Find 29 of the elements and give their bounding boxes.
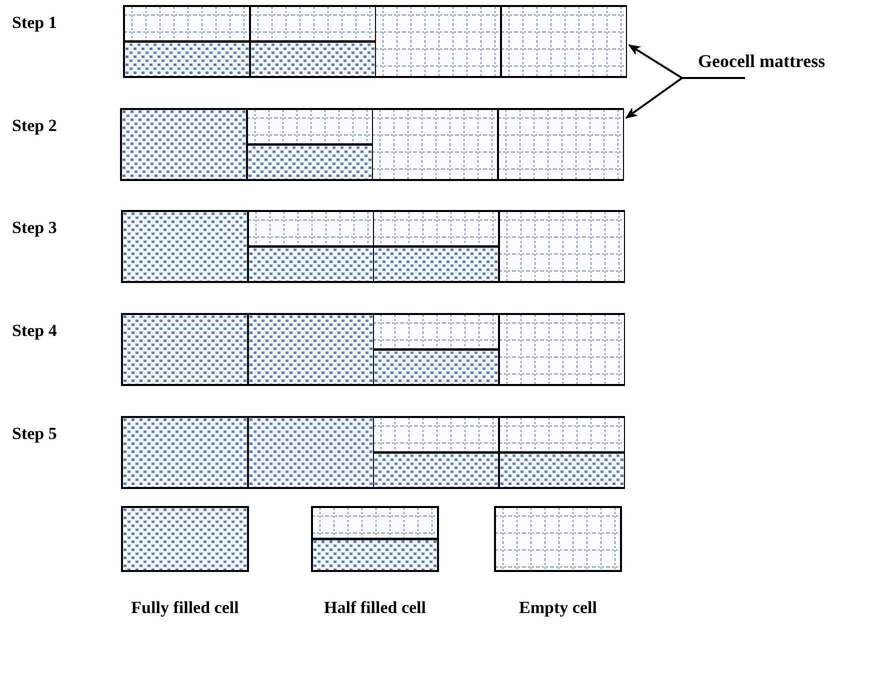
half-filled-cell [374, 315, 500, 384]
step-label: Step 3 [12, 219, 57, 236]
half-filled-cell [125, 7, 250, 76]
filled-cell [248, 315, 374, 384]
filled-cell [123, 315, 248, 384]
geocell-mattress [121, 416, 625, 489]
half-filled-cell [250, 7, 376, 76]
step-label: Step 5 [12, 425, 57, 442]
half-filled-cell [248, 212, 374, 281]
filled-cell [123, 418, 248, 487]
callout-label: Geocell mattress [698, 50, 826, 72]
geocell-mattress [123, 5, 627, 78]
filled-cell [122, 110, 248, 179]
half-filled-cell [374, 418, 500, 487]
filled-cell [248, 418, 374, 487]
geocell-mattress [121, 313, 625, 386]
legend-label: Fully filled cell [130, 597, 240, 618]
half-filled-cell [248, 110, 373, 179]
step-label: Step 1 [12, 14, 57, 31]
geocell-mattress [121, 210, 625, 283]
legend-label: Empty cell [518, 597, 598, 618]
geocell-mattress [120, 108, 624, 181]
legend-label: Half filled cell [323, 597, 427, 618]
half-filled-cell [374, 212, 500, 281]
filled-cell [123, 212, 248, 281]
arrow [625, 77, 745, 119]
step-label: Step 2 [12, 117, 57, 134]
half-filled-cell [500, 418, 623, 487]
step-label: Step 4 [12, 322, 57, 339]
